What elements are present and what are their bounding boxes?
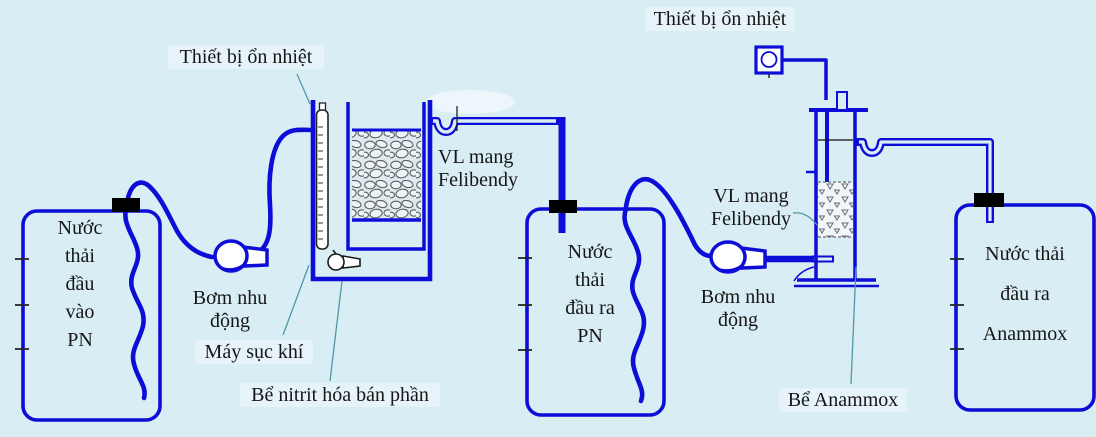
aerator-device: [327, 249, 361, 271]
tank-effluent-anammox-text: Nước thải đầu ra Anammox: [982, 243, 1068, 345]
tank-effluent-pn-text: Nước thải đầu ra PN: [565, 241, 615, 347]
tube-in-pn-effluent-tank: [622, 206, 647, 404]
tanks: [21, 203, 1096, 422]
tube-pump1-to-reactor1: [259, 127, 316, 252]
reactor-anammox: [793, 91, 879, 288]
thermostat-device: [754, 45, 784, 78]
column-port: [836, 91, 848, 111]
tank-effluent-pn: [525, 207, 666, 417]
pump-2: [709, 240, 767, 274]
tank-influent-pn: [21, 209, 162, 422]
tubing: [123, 127, 714, 404]
pointer-reactor1: [329, 280, 343, 382]
tank-influent-pn-text: Nước thải đầu vào PN: [57, 217, 103, 351]
label-pump-1: Bơm nhu động: [192, 287, 268, 332]
pointer-lines: [282, 73, 857, 385]
label-aerator: Máy sục khí: [195, 340, 313, 364]
label-carrier-2: VL mang Felibendy: [711, 185, 791, 230]
connector-tank2: [549, 200, 577, 213]
tank-effluent-anammox: [954, 203, 1096, 412]
tank-level-ticks: [15, 257, 964, 351]
tube-influent-to-pump1: [124, 180, 215, 260]
label-carrier-1: VL mang Felibendy: [438, 146, 518, 191]
label-pump-2: Bơm nhu động: [700, 286, 776, 331]
pointer-carrier2: [792, 212, 818, 226]
connector-tank3: [974, 193, 1004, 207]
label-reactor-nitritation: Bể nitrit hóa bán phần: [240, 383, 440, 407]
carrier-bed-1: [352, 129, 421, 220]
tank-connectors: [112, 193, 1004, 213]
carrier-bed-2: [817, 182, 854, 237]
label-thermostat-2: Thiết bị ổn nhiệt: [645, 7, 795, 31]
pointer-aerator: [282, 264, 310, 336]
label-thermostat-1: Thiết bị ổn nhiệt: [168, 45, 324, 69]
reactor1-inner-vessel: [346, 102, 426, 251]
reactor-nitritation: [310, 100, 433, 282]
thermometer: [315, 102, 329, 250]
connector-tank1: [112, 198, 140, 212]
pointer-anammox: [850, 266, 857, 385]
pointer-thermo1: [296, 73, 311, 105]
reactor1-outer-vessel: [310, 100, 433, 282]
highlight-ellipse: [425, 90, 515, 114]
pump-1: [213, 239, 269, 273]
thermostat-pipe: [781, 58, 828, 100]
tube-pn-effluent-to-pump2: [623, 177, 714, 259]
tube-in-influent-tank: [123, 203, 147, 401]
label-reactor-anammox: Bể Anammox: [779, 388, 907, 412]
